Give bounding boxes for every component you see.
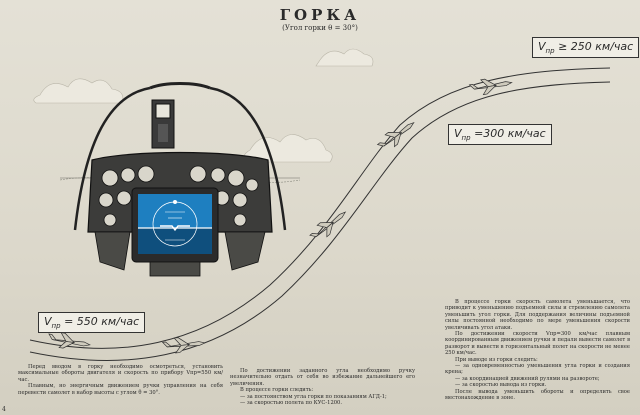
paragraph: По достижении заданного угла необходимо … — [230, 368, 415, 387]
gauge-icon — [103, 213, 117, 227]
cockpit-view — [73, 82, 287, 231]
speed-value: =300 км/час — [474, 127, 546, 140]
gauge-icon — [233, 213, 247, 227]
speed-subscript: пр — [545, 47, 555, 56]
gauge-icon — [245, 178, 259, 192]
gauge-icon — [227, 169, 245, 187]
gauge-icon — [137, 165, 155, 183]
paragraph: — за одновременностью уменьшения угла го… — [445, 363, 630, 376]
attitude-indicator — [131, 187, 219, 263]
gauge-icon — [120, 167, 136, 183]
gauge-icon — [116, 190, 132, 206]
text-block-recovery: В процессе горки скорость самолета умень… — [445, 299, 630, 402]
paragraph: — за скоростью полета по КУС-1200. — [240, 400, 343, 407]
airplane-icon — [161, 337, 206, 354]
page-subtitle: (Угол горки θ = 30°) — [282, 24, 358, 32]
speed-symbol: V — [44, 315, 52, 328]
gauge-icon — [101, 169, 119, 187]
speed-label-250: Vпр ≥ 250 км/час — [532, 37, 640, 59]
speed-label-550: Vпр = 550 км/час — [38, 312, 146, 334]
paragraph: — за скоростью вывода из горки. — [455, 382, 547, 389]
paragraph: При выводе из горки следить: — [455, 356, 538, 363]
gauge-icon — [210, 167, 226, 183]
speed-value: ≥ 250 км/час — [558, 40, 634, 53]
paragraph: В процессе горки следить: — [240, 387, 314, 394]
paragraph: В процессе горки скорость самолета умень… — [445, 299, 630, 331]
canopy-frame-left — [73, 86, 151, 231]
cloud-top — [315, 48, 374, 67]
canopy-frame-right — [209, 86, 287, 231]
speed-subscript: пр — [51, 322, 61, 331]
paragraph: — за постоянством угла горки по показани… — [240, 393, 387, 400]
trajectory-outer — [29, 67, 611, 349]
airplane-icon — [309, 211, 347, 238]
airplane-icon — [376, 122, 415, 148]
airplanes — [48, 78, 513, 354]
page-number: 4 — [2, 406, 6, 413]
canopy-top — [149, 82, 211, 90]
paragraph: Плавным, но энергичным движением ручки у… — [18, 383, 223, 396]
paragraph: По достижении скорости Vпр=300 км/час пл… — [445, 331, 630, 357]
cockpit-lower — [94, 231, 266, 277]
cloud-left — [33, 78, 124, 104]
speed-subscript: пр — [461, 134, 471, 143]
page-title: ГОРКА — [279, 6, 361, 24]
speed-symbol: V — [538, 40, 546, 53]
gauge-icon — [232, 192, 248, 208]
paragraph: Перед вводом в горку необходимо осмотрет… — [18, 364, 223, 383]
clouds — [33, 48, 374, 163]
gunsight-icon — [151, 99, 175, 149]
airplane-icon — [468, 78, 513, 96]
trajectory — [29, 67, 611, 361]
paragraph: — за координацией движений рулями на раз… — [455, 375, 600, 382]
speed-symbol: V — [454, 127, 462, 140]
speed-value: = 550 км/час — [64, 315, 140, 328]
trajectory-inner — [29, 81, 611, 361]
speed-label-300: Vпр =300 км/час — [448, 124, 552, 146]
text-block-entry: Перед вводом в горку необходимо осмотрет… — [18, 364, 223, 396]
airplane-icon — [48, 332, 91, 349]
gauge-icon — [98, 192, 114, 208]
gauge-icon — [189, 165, 207, 183]
text-block-climb: По достижении заданного угла необходимо … — [230, 368, 415, 406]
paragraph: После вывода уменьшить обороты и определ… — [445, 388, 630, 402]
